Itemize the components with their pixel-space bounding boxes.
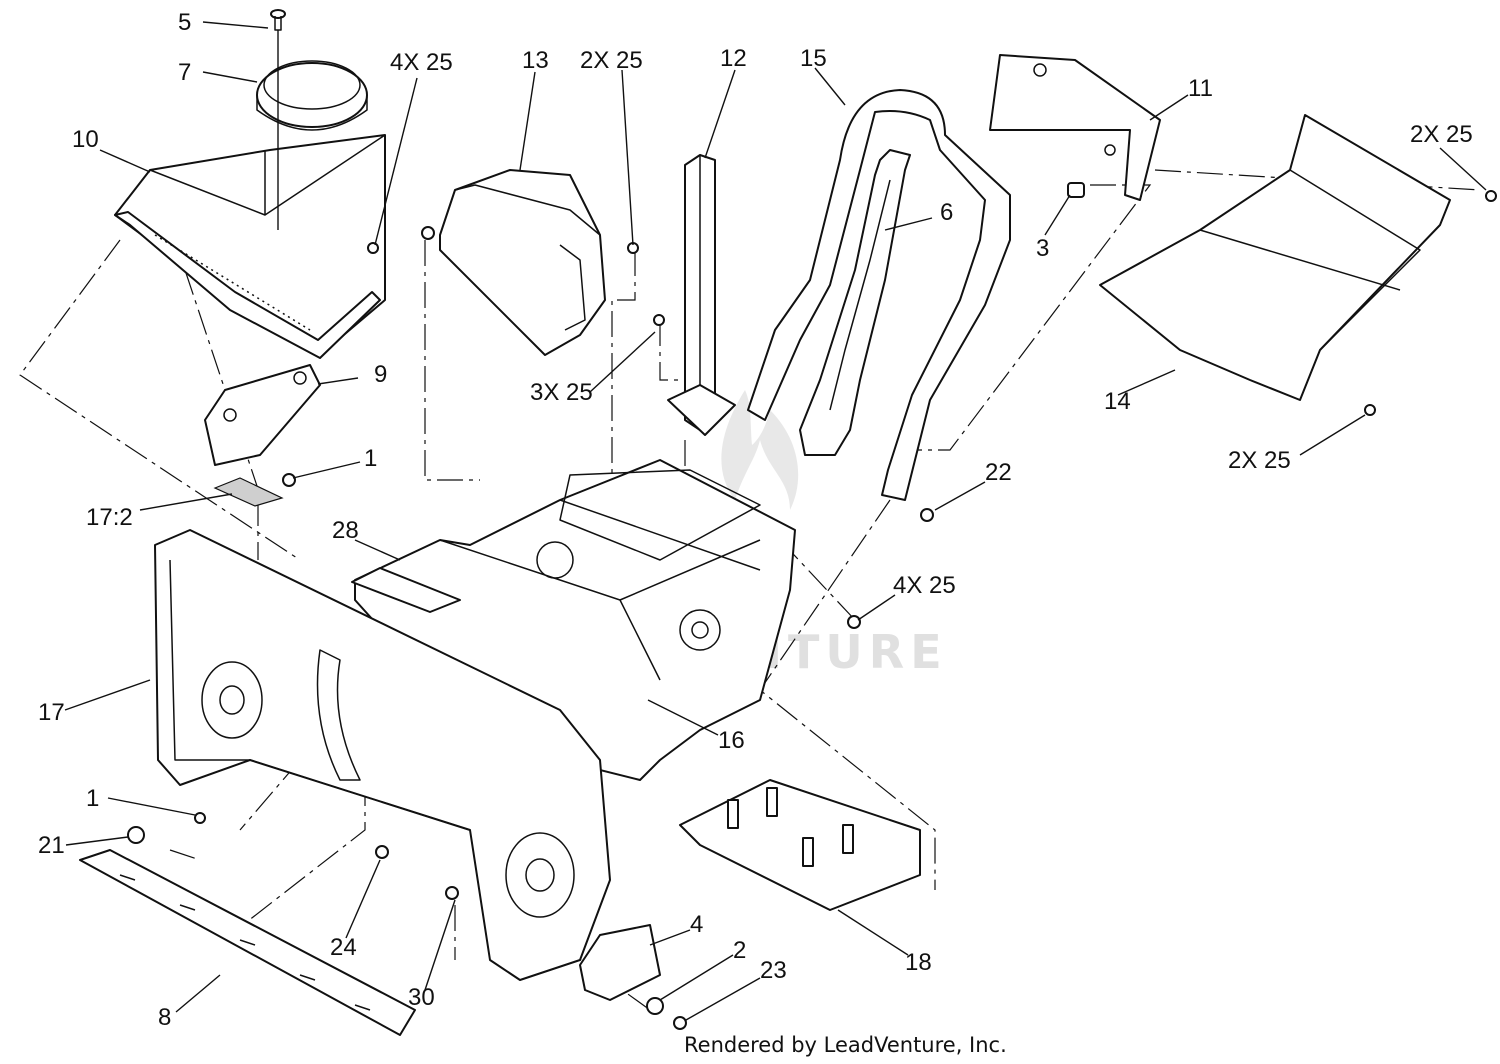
part-auger-housing (154, 529, 611, 981)
callout-16: 16 (718, 727, 745, 754)
callout-3x25: 3X 25 (530, 379, 593, 406)
callout-10: 10 (72, 126, 99, 153)
callout-leaders (64, 21, 1487, 1021)
part-chute-bracket (204, 364, 321, 466)
callout-11: 11 (1188, 75, 1213, 102)
callout-18: 18 (905, 949, 932, 976)
callout-9: 9 (374, 361, 387, 388)
part-cover-plate (351, 567, 461, 613)
part-clip (1067, 182, 1085, 198)
callout-2x25-cover: 2X 25 (580, 47, 643, 74)
callout-15: 15 (800, 45, 827, 72)
part-support-tube (667, 154, 736, 436)
callout-12: 12 (720, 45, 747, 72)
part-discharge-chute (114, 134, 386, 359)
callout-14: 14 (1104, 388, 1131, 415)
part-rear-panel (1099, 114, 1451, 401)
callout-labels: 5 7 10 4X 25 13 2X 25 12 15 11 2X 25 6 3… (38, 9, 1473, 1031)
callout-2: 2 (733, 937, 746, 964)
part-scraper-bar (79, 849, 416, 1036)
callout-4: 4 (690, 911, 703, 938)
callout-23: 23 (760, 957, 787, 984)
callout-7: 7 (178, 59, 191, 86)
footer-credit: Rendered by LeadVenture, Inc. (684, 1033, 1007, 1057)
callout-21: 21 (38, 832, 65, 859)
part-skid-base (679, 779, 921, 911)
fasteners (127, 190, 1497, 1030)
callout-17-2: 17:2 (86, 504, 133, 531)
part-screw-top (270, 9, 286, 230)
callout-28: 28 (332, 517, 359, 544)
part-chute-ring (256, 60, 368, 131)
callout-8: 8 (158, 1004, 171, 1031)
callout-17: 17 (38, 699, 65, 726)
callout-2x25-panel-bottom: 2X 25 (1228, 447, 1291, 474)
part-mounting-plate (989, 54, 1161, 201)
callout-13: 13 (522, 47, 549, 74)
part-handle (747, 89, 1011, 501)
part-skid-shoe (579, 924, 661, 1001)
part-decal (213, 477, 284, 507)
callout-4x25-side: 4X 25 (893, 572, 956, 599)
callout-24: 24 (330, 934, 357, 961)
callout-5: 5 (178, 9, 191, 36)
callout-30: 30 (408, 984, 435, 1011)
callout-3: 3 (1036, 235, 1049, 262)
callout-1-top: 1 (364, 445, 377, 472)
callout-2x25-panel-top: 2X 25 (1410, 121, 1473, 148)
callout-1-bottom: 1 (86, 785, 99, 812)
callout-22: 22 (985, 459, 1012, 486)
callout-6: 6 (940, 199, 953, 226)
part-shift-rod (799, 149, 911, 456)
callout-4x25-chute: 4X 25 (390, 49, 453, 76)
part-belt-cover (439, 169, 606, 356)
watermark-flame-icon (721, 390, 799, 510)
